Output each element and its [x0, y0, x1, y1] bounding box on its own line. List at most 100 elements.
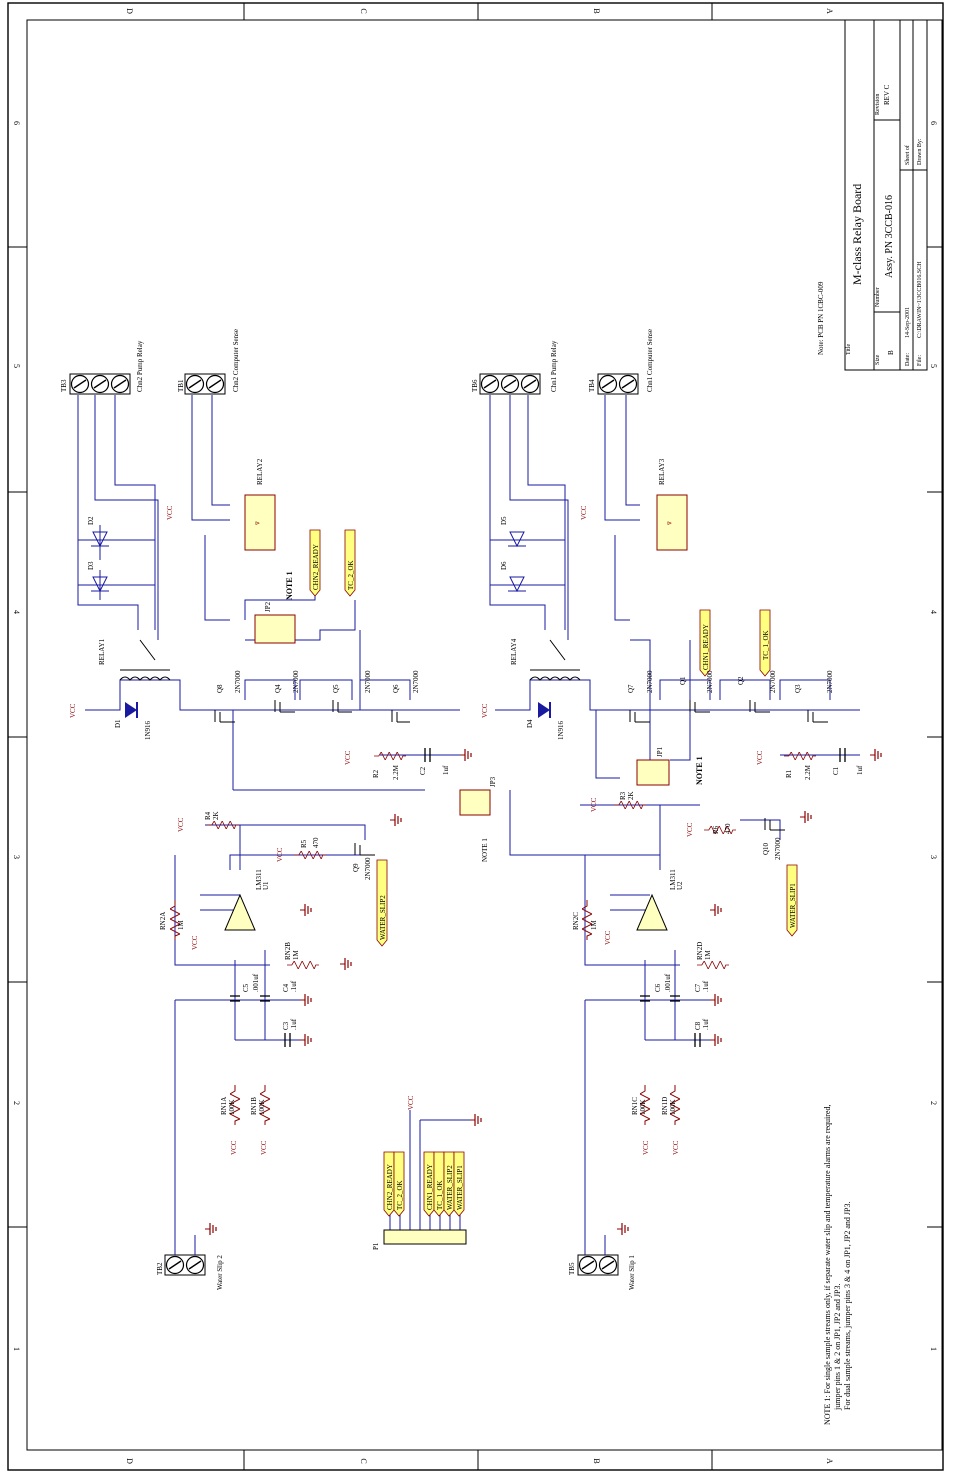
rn2b-value: 1M — [292, 950, 300, 961]
mosfet-q8 — [214, 710, 235, 723]
r2-value: 2.2M — [392, 764, 400, 780]
flag-tc1-ok: TC_1_OK — [762, 630, 770, 660]
q2-label: Q2 — [737, 676, 745, 685]
rn2d-value: 1M — [704, 950, 712, 961]
zener-d3 — [91, 576, 109, 593]
q4-label: Q4 — [274, 684, 282, 693]
zone-bottom-b: B — [592, 1458, 601, 1463]
c6-value: .001uf — [664, 973, 672, 992]
d2-label: D2 — [87, 516, 95, 525]
vcc-relay3: VCC — [580, 505, 588, 520]
zener-d6 — [508, 576, 526, 593]
mosfet-q6 — [391, 710, 410, 723]
zone-right-4: 4 — [929, 610, 938, 614]
diode-d1 — [125, 702, 138, 718]
mosfet-q3 — [807, 710, 828, 723]
date-label: Date: — [905, 353, 911, 366]
r3-value: 2K — [627, 791, 635, 800]
d4-value: 1N916 — [557, 720, 565, 740]
zone-right-3: 3 — [929, 855, 938, 859]
c1-value: 1uf — [856, 765, 864, 775]
u1-label: U1 — [262, 881, 270, 890]
chn1-pump-label: Chn1 Pump Relay — [550, 340, 558, 392]
c1-label: C1 — [832, 766, 840, 775]
vcc-r4: VCC — [177, 817, 185, 832]
q10-label: Q10 — [762, 842, 770, 855]
flag-ws2: WATER_SLIP2 — [379, 895, 387, 940]
tb6-terminal — [479, 373, 541, 395]
relay1-label: RELAY1 — [98, 638, 106, 665]
net-flags — [309, 529, 798, 1217]
note1-jp3: NOTE 1 — [481, 838, 489, 862]
note1-jp2: NOTE 1 — [285, 571, 294, 600]
mosfet-q2 — [749, 700, 770, 713]
rn2a-label: RN2A — [159, 912, 167, 930]
comparator-u1 — [224, 893, 256, 931]
zone-left-3: 3 — [12, 855, 21, 859]
chn1-comp-label: Chn1 Computer Sense — [646, 329, 654, 392]
rn2c-label: RN2C — [572, 912, 580, 930]
title-label: Title — [846, 344, 852, 355]
zone-right-5: 5 — [929, 364, 938, 368]
q3-label: Q3 — [794, 684, 802, 693]
zone-top-d: D — [125, 8, 134, 14]
flag-ws1: WATER_SLIP1 — [789, 883, 797, 928]
c2-value: 1uf — [442, 765, 450, 775]
r6-label: R6 — [712, 825, 720, 834]
zone-left-1: 1 — [12, 1347, 21, 1351]
r4-value: 2K — [212, 811, 220, 820]
vcc-r1: VCC — [756, 750, 764, 765]
q1-value: 2N7000 — [706, 670, 714, 693]
sheet-label: Sheet of — [904, 145, 911, 165]
c4-value: .1uf — [290, 980, 298, 992]
zone-left-2: 2 — [12, 1101, 21, 1105]
rn2d-label: RN2D — [696, 942, 704, 960]
mosfet-q10 — [764, 818, 785, 831]
flag-chn1-ready: CHN1_READY — [702, 624, 710, 670]
relay4-label: RELAY4 — [510, 638, 518, 665]
q8-value: 2N7000 — [234, 670, 242, 693]
size-label: Size — [875, 354, 881, 365]
p1-tc2-ok: TC_2_OK — [396, 1180, 404, 1210]
q7-label: Q7 — [627, 684, 635, 693]
d1-label: D1 — [114, 719, 122, 728]
p1-chn1-ready: CHN1_READY — [426, 1164, 434, 1210]
tb4-terminal — [597, 373, 639, 395]
q5-label: Q5 — [332, 684, 340, 693]
q9-label: Q9 — [352, 863, 360, 872]
u1-value: LM311 — [255, 869, 263, 890]
vcc-rn1d: VCC — [672, 1140, 680, 1155]
rn1d-label: RN1D — [661, 1097, 669, 1115]
r3-label: R3 — [619, 791, 627, 800]
tb2-terminal — [164, 1254, 206, 1276]
d6-label: D6 — [500, 561, 508, 570]
vcc-r5: VCC — [276, 847, 284, 862]
rn1c-value: 100K — [639, 1099, 647, 1115]
r1-value: 2.2M — [804, 764, 812, 780]
p1-chn2-ready: CHN2_READY — [386, 1164, 394, 1210]
vcc-u1: VCC — [191, 935, 199, 950]
c8-label: C8 — [694, 1021, 702, 1030]
revision-label: Revision — [875, 94, 881, 115]
c5-value: .001uf — [252, 973, 260, 992]
c3-value: .1uf — [290, 1018, 298, 1030]
zone-left-4: 4 — [12, 610, 21, 614]
p1-tc1-ok: TC_1_OK — [436, 1180, 444, 1210]
drawing-title: M-class Relay Board — [850, 184, 864, 285]
c6-label: C6 — [654, 983, 662, 992]
chn2-comp-label: Chn2 Computer Sense — [232, 329, 240, 392]
file-value: C:\DRAWIN~1\3CCB016.SCH — [917, 261, 923, 338]
q6-value: 2N7000 — [412, 670, 420, 693]
number-label: Number — [875, 287, 881, 307]
flag-tc2-ok: TC_2_OK — [347, 560, 355, 590]
mosfet-q7 — [629, 710, 650, 723]
q9-value: 2N7000 — [364, 857, 372, 880]
relay4-coil — [529, 639, 581, 681]
r1-label: R1 — [785, 769, 793, 778]
relay3-box: ⊳ — [656, 494, 688, 551]
zone-left-6: 6 — [12, 121, 21, 125]
q8-label: Q8 — [216, 684, 224, 693]
zener-d5 — [508, 531, 526, 548]
vcc-rn1b: VCC — [260, 1140, 268, 1155]
connector-p1 — [383, 1229, 467, 1245]
